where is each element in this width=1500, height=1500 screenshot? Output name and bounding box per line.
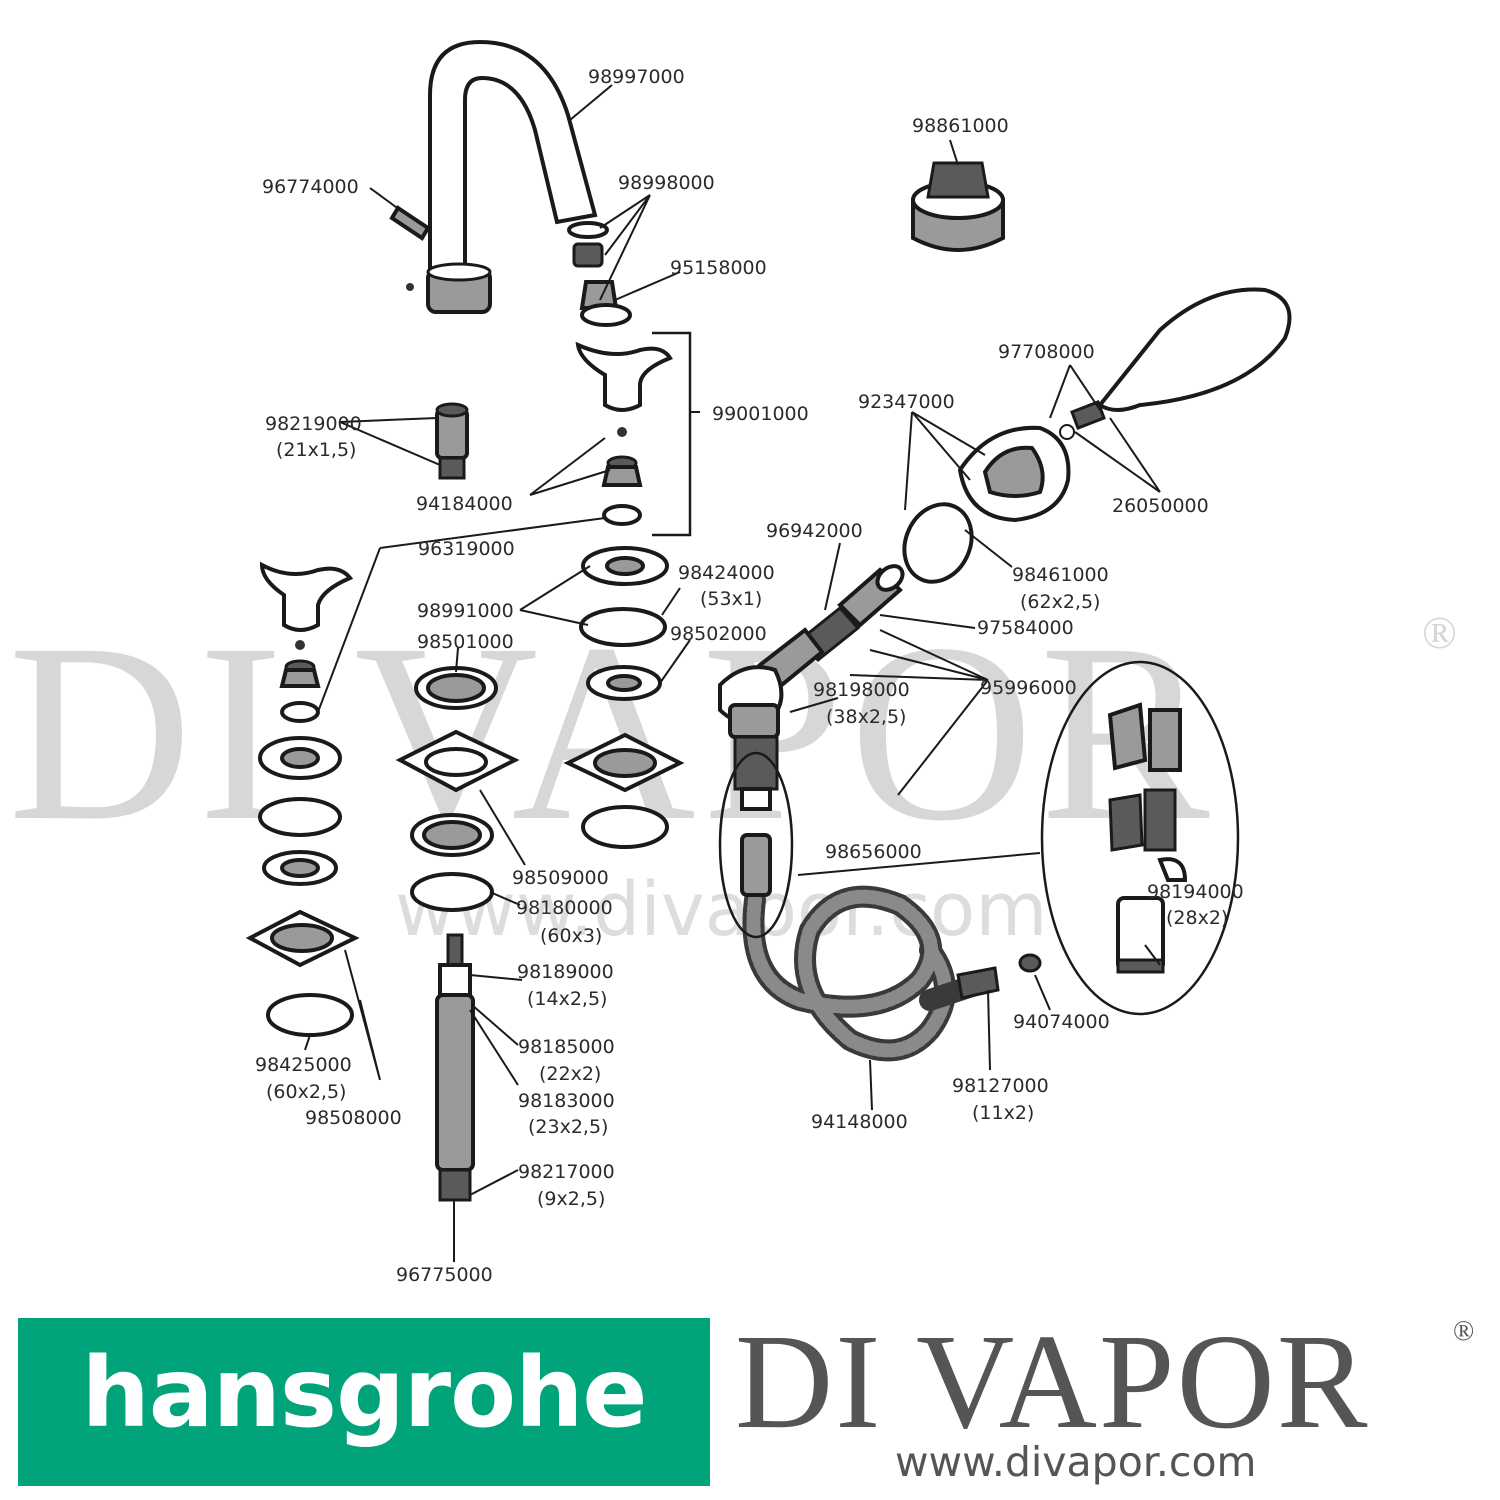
cartridge-small-drawing bbox=[435, 402, 469, 480]
part-label-98861000: 98861000 bbox=[912, 115, 1009, 137]
hansgrohe-wordmark: hansgrohe bbox=[81, 1337, 647, 1449]
part-label-98189000: 98189000 bbox=[517, 961, 614, 983]
part-note-98194000: (28x2) bbox=[1166, 907, 1228, 929]
part-note-98180000: (60x3) bbox=[540, 925, 602, 947]
part-note-98185000: (22x2) bbox=[539, 1063, 601, 1085]
part-note-98127000: (11x2) bbox=[972, 1102, 1034, 1124]
part-label-98185000: 98185000 bbox=[518, 1036, 615, 1058]
part-label-98461000: 98461000 bbox=[1012, 564, 1109, 586]
hose-connectors-drawing bbox=[718, 564, 905, 811]
part-label-95158000: 95158000 bbox=[670, 257, 767, 279]
part-note-98189000: (14x2,5) bbox=[527, 988, 607, 1010]
diverter-cartridge-drawing bbox=[435, 933, 475, 1202]
middle-washers-drawing bbox=[395, 546, 685, 912]
part-label-98997000: 98997000 bbox=[588, 66, 685, 88]
part-label-92347000: 92347000 bbox=[858, 391, 955, 413]
part-label-98509000: 98509000 bbox=[512, 867, 609, 889]
handshower-drawing bbox=[902, 287, 1292, 584]
part-label-98501000: 98501000 bbox=[417, 631, 514, 653]
part-label-96775000: 96775000 bbox=[396, 1264, 493, 1286]
part-label-98127000: 98127000 bbox=[952, 1075, 1049, 1097]
hose-drawing bbox=[718, 751, 1042, 1062]
part-label-98217000: 98217000 bbox=[518, 1161, 615, 1183]
part-label-96942000: 96942000 bbox=[766, 520, 863, 542]
detail-circle-drawing bbox=[797, 660, 1240, 1016]
part-label-98180000: 98180000 bbox=[516, 897, 613, 919]
part-note-98425000: (60x2,5) bbox=[266, 1081, 346, 1103]
part-note-98219000: (21x1,5) bbox=[276, 439, 356, 461]
part-label-94074000: 94074000 bbox=[1013, 1011, 1110, 1033]
part-note-98183000: (23x2,5) bbox=[528, 1116, 608, 1138]
part-label-98425000: 98425000 bbox=[255, 1054, 352, 1076]
part-note-98198000: (38x2,5) bbox=[826, 706, 906, 728]
part-note-98461000: (62x2,5) bbox=[1020, 591, 1100, 613]
part-label-98998000: 98998000 bbox=[618, 172, 715, 194]
divapor-wordmark: DI VAPOR bbox=[735, 1307, 1370, 1457]
part-note-98424000: (53x1) bbox=[700, 588, 762, 610]
part-note-98217000: (9x2,5) bbox=[537, 1188, 605, 1210]
part-label-96774000: 96774000 bbox=[262, 176, 359, 198]
part-label-96319000: 96319000 bbox=[418, 538, 515, 560]
part-label-98502000: 98502000 bbox=[670, 623, 767, 645]
spout-drawing bbox=[389, 39, 632, 327]
part-labels: 98997000 98861000 96774000 98998000 9515… bbox=[255, 66, 1244, 1286]
part-label-94148000: 94148000 bbox=[811, 1111, 908, 1133]
exploded-parts-diagram: DI VAPOR ® www.divapor.com bbox=[8, 39, 1457, 1286]
part-label-98219000: 98219000 bbox=[265, 413, 362, 435]
leader-lines bbox=[304, 84, 1161, 1262]
part-label-98183000: 98183000 bbox=[518, 1090, 615, 1112]
divapor-logo: DI VAPOR ® www.divapor.com bbox=[735, 1307, 1485, 1492]
watermark-url: www.divapor.com bbox=[395, 867, 1047, 953]
part-label-98194000: 98194000 bbox=[1147, 881, 1244, 903]
part-label-26050000: 26050000 bbox=[1112, 495, 1209, 517]
part-label-98656000: 98656000 bbox=[825, 841, 922, 863]
part-label-95996000: 95996000 bbox=[980, 677, 1077, 699]
part-label-98991000: 98991000 bbox=[417, 600, 514, 622]
hansgrohe-logo: hansgrohe bbox=[18, 1318, 710, 1486]
watermark-registered-mark: ® bbox=[1422, 607, 1457, 658]
knob-drawing bbox=[911, 161, 1005, 252]
left-handle-drawing bbox=[245, 561, 360, 1037]
part-label-98424000: 98424000 bbox=[678, 562, 775, 584]
part-label-94184000: 94184000 bbox=[416, 493, 513, 515]
part-label-98508000: 98508000 bbox=[305, 1107, 402, 1129]
divapor-registered-mark: ® bbox=[1453, 1316, 1475, 1347]
part-label-98198000: 98198000 bbox=[813, 679, 910, 701]
divapor-url: www.divapor.com bbox=[895, 1438, 1257, 1486]
part-label-97584000: 97584000 bbox=[977, 617, 1074, 639]
part-label-97708000: 97708000 bbox=[998, 341, 1095, 363]
part-label-99001000: 99001000 bbox=[712, 403, 809, 425]
right-handle-drawing bbox=[575, 331, 692, 537]
